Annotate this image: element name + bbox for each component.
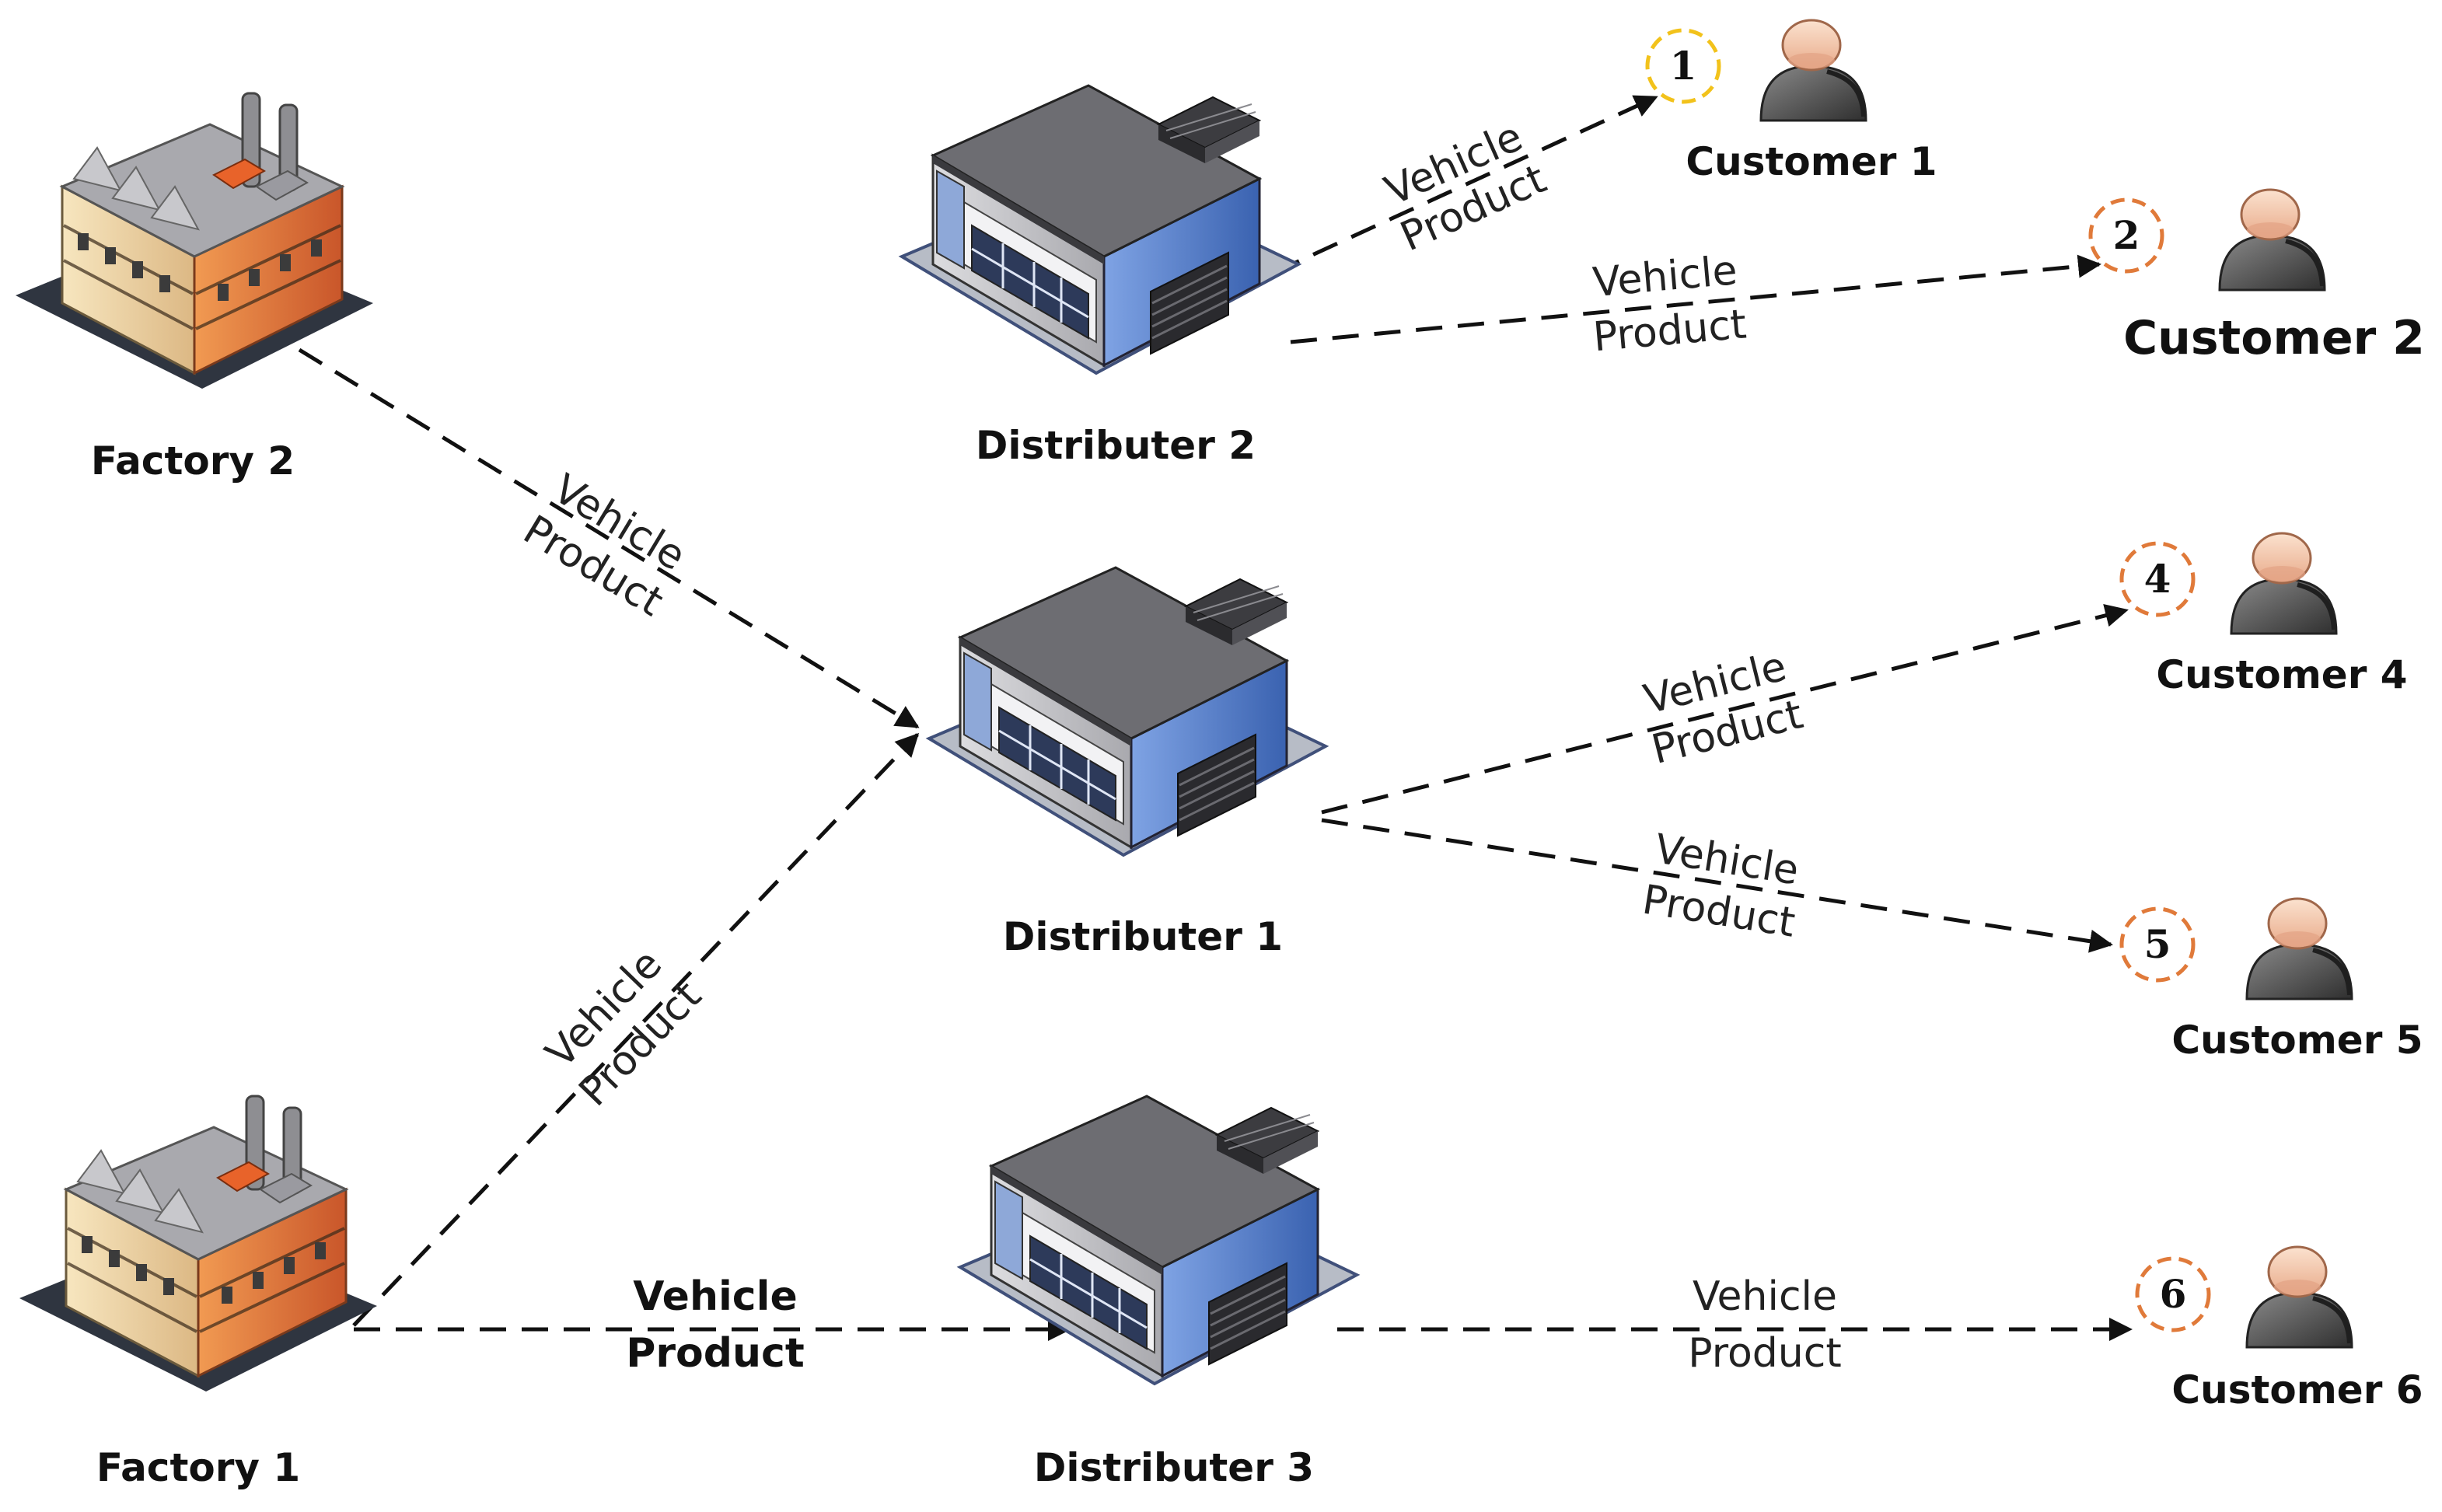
customer-label: Customer 5 <box>2171 1018 2423 1063</box>
warehouse-icon <box>900 84 1300 375</box>
customer-6: 6 Customer 6 <box>2135 1247 2423 1412</box>
distributer-label: Distributer 2 <box>976 423 1256 468</box>
customer-number-badge <box>2088 197 2164 274</box>
edge-label-line1: Vehicle <box>633 1273 797 1320</box>
customer-label: Customer 2 <box>2123 311 2425 365</box>
distributer-1: Distributer 1 <box>928 566 1327 959</box>
edges <box>298 95 2133 1341</box>
customer-number: 2 <box>2113 212 2140 258</box>
customer-label: Customer 1 <box>1686 139 1937 184</box>
person-icon <box>1761 20 1866 120</box>
edge-label-line1: Vehicle <box>1591 247 1738 306</box>
warehouse-icon <box>959 1095 1358 1385</box>
person-icon <box>2231 533 2336 634</box>
distributer-3: Distributer 3 <box>959 1095 1358 1490</box>
factory-2: Factory 2 <box>14 92 375 484</box>
edge-factory1-to-distributer1 <box>352 732 920 1327</box>
factory-icon <box>18 1095 379 1393</box>
factory-icon <box>14 92 375 390</box>
distributer-label: Distributer 1 <box>1003 914 1283 959</box>
customer-number-badge <box>1645 28 1721 104</box>
customer-5: 5 Customer 5 <box>2119 899 2423 1063</box>
customer-label: Customer 4 <box>2156 652 2407 697</box>
distributer-2: Distributer 2 <box>900 84 1300 468</box>
customer-number: 6 <box>2160 1271 2187 1317</box>
warehouse-icon <box>928 566 1327 857</box>
customer-number: 5 <box>2144 921 2171 967</box>
edge-distributer1-to-customer5 <box>1321 818 2113 953</box>
factory-label: Factory 1 <box>96 1445 300 1490</box>
edge-label-line1: Vehicle <box>1693 1273 1837 1320</box>
edge-distributer2-to-customer2 <box>1290 254 2101 344</box>
edge-distributer2-to-customer1 <box>1273 95 1658 274</box>
edge-label-line2: Product <box>1591 301 1749 361</box>
distributer-label: Distributer 3 <box>1034 1445 1314 1490</box>
customer-number: 4 <box>2144 556 2171 602</box>
edge-distributer1-to-customer4 <box>1321 604 2129 815</box>
factory-1: Factory 1 <box>18 1095 379 1490</box>
customer-number-badge <box>2119 906 2196 983</box>
person-icon <box>2220 190 2325 290</box>
customer-1: 1 Customer 1 <box>1645 20 1937 184</box>
factory-label: Factory 2 <box>91 438 295 484</box>
person-icon <box>2247 899 2352 999</box>
edge-label-line2: Product <box>626 1330 804 1377</box>
edge-label-line2: Product <box>1688 1330 1841 1377</box>
person-icon <box>2247 1247 2352 1347</box>
customer-number-badge <box>2135 1256 2211 1332</box>
customer-number: 1 <box>1670 43 1697 89</box>
customer-2: 2 Customer 2 <box>2088 190 2425 365</box>
customer-4: 4 Customer 4 <box>2119 533 2408 697</box>
edge-factory2-to-distributer1 <box>298 347 920 729</box>
customer-label: Customer 6 <box>2171 1367 2423 1412</box>
customer-number-badge <box>2119 541 2196 617</box>
